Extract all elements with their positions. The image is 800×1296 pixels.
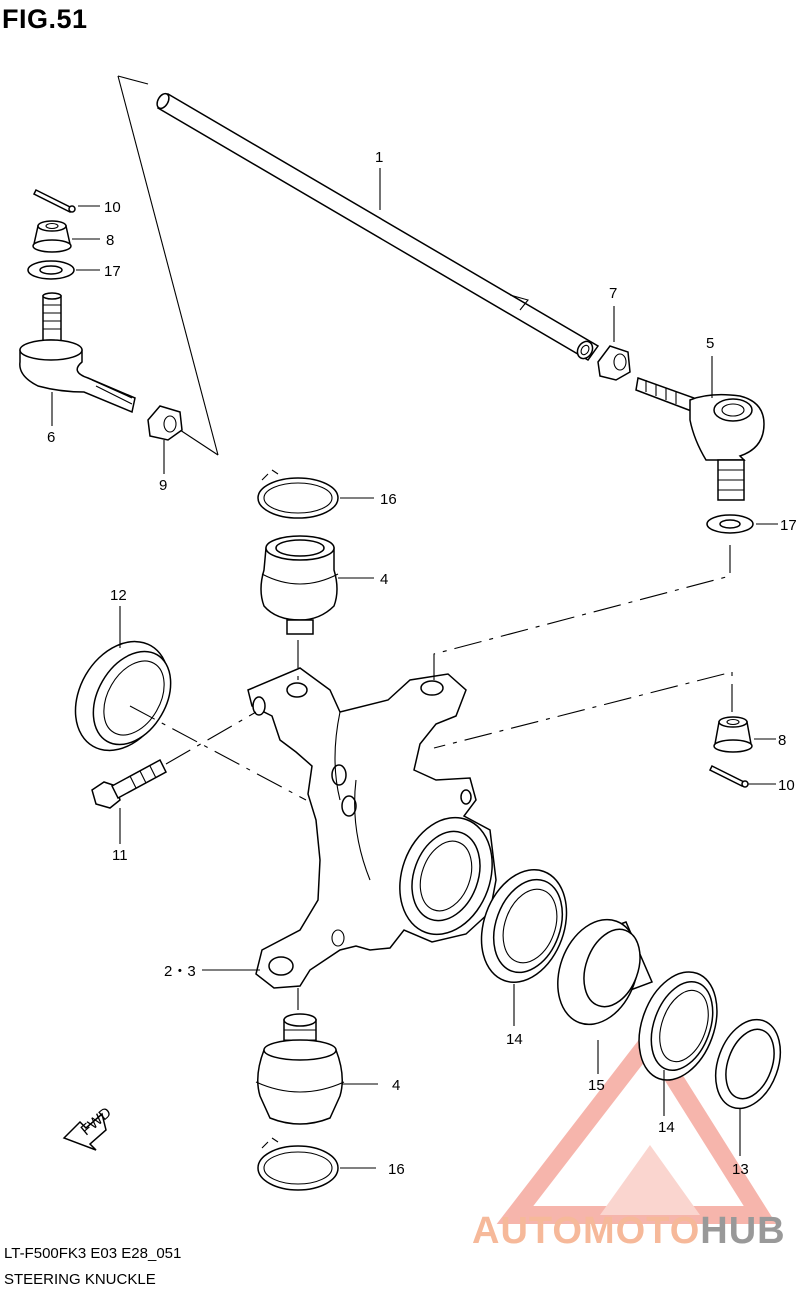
bolt[interactable] <box>91 758 167 809</box>
ball-joint-upper[interactable] <box>260 535 339 635</box>
washer-upper[interactable] <box>27 260 75 280</box>
callout-9: 9 <box>159 477 167 494</box>
callout-11: 11 <box>112 847 128 864</box>
tie-rod-bracket-line <box>117 75 149 85</box>
figure-code: LT-F500FK3 E03 E28_051 <box>4 1245 182 1262</box>
callout-1: 1 <box>375 149 383 166</box>
callout-16-upper: 16 <box>380 491 397 508</box>
castle-nut-upper[interactable] <box>32 220 72 253</box>
hex-nut-right[interactable] <box>597 345 631 381</box>
callout-8-upper: 8 <box>106 232 114 249</box>
callout-7: 7 <box>609 285 617 302</box>
callout-4-lower: 4 <box>392 1077 400 1094</box>
callout-8-right: 8 <box>778 732 786 749</box>
assembly-line-bolt <box>165 711 257 765</box>
callout-10-right: 10 <box>778 777 795 794</box>
seal-13[interactable] <box>704 1011 792 1118</box>
oil-seal-14-left[interactable] <box>467 858 582 994</box>
tie-rod-bracket-line-3 <box>179 429 219 456</box>
callout-17-right: 17 <box>780 517 797 534</box>
assembly-line-castle-nut <box>433 671 733 749</box>
circlip-lower[interactable] <box>257 1137 339 1191</box>
ball-joint-lower[interactable] <box>255 1013 345 1125</box>
callout-15: 15 <box>588 1077 605 1094</box>
callout-17-upper: 17 <box>104 263 121 280</box>
oil-seal-left[interactable] <box>57 625 188 767</box>
callout-13: 13 <box>732 1161 749 1178</box>
washer-right[interactable] <box>706 514 754 534</box>
oil-seal-14-right[interactable] <box>625 961 731 1091</box>
figure-title: FIG.51 <box>2 4 88 34</box>
callout-2-3: 2・3 <box>164 963 196 980</box>
castle-nut-right[interactable] <box>713 716 753 753</box>
bearing[interactable] <box>544 908 654 1035</box>
callout-12: 12 <box>110 587 127 604</box>
steering-knuckle[interactable] <box>247 667 508 989</box>
leader-lines <box>51 168 778 1169</box>
assembly-line-oil-seal <box>129 705 307 801</box>
hex-nut-left[interactable] <box>147 405 183 441</box>
cotter-pin-lower[interactable] <box>708 764 749 788</box>
watermark-text: AUTOMOTOHUB <box>472 1210 786 1253</box>
callout-5: 5 <box>706 335 714 352</box>
callout-10-upper: 10 <box>104 199 121 216</box>
tie-rod[interactable] <box>155 92 600 362</box>
cotter-pin-upper[interactable] <box>32 188 76 214</box>
callout-6: 6 <box>47 429 55 446</box>
callout-14-left: 14 <box>506 1031 523 1048</box>
tie-rod-end-right[interactable] <box>635 376 765 501</box>
fwd-arrow-icon: FWD <box>62 1104 115 1151</box>
callout-14-right: 14 <box>658 1119 675 1136</box>
watermark-logo-icon <box>496 1024 777 1224</box>
callout-4-upper: 4 <box>380 571 388 588</box>
watermark-text-secondary: HUB <box>700 1210 786 1252</box>
assembly-line-tie-rod-end <box>433 545 731 680</box>
watermark-text-primary: AUTOMOTO <box>472 1210 701 1252</box>
figure-name: STEERING KNUCKLE <box>4 1271 156 1288</box>
callout-16-lower: 16 <box>388 1161 405 1178</box>
circlip-upper[interactable] <box>257 469 339 519</box>
tie-rod-bracket-line-2 <box>117 75 219 456</box>
tie-rod-end-left[interactable] <box>19 292 136 414</box>
